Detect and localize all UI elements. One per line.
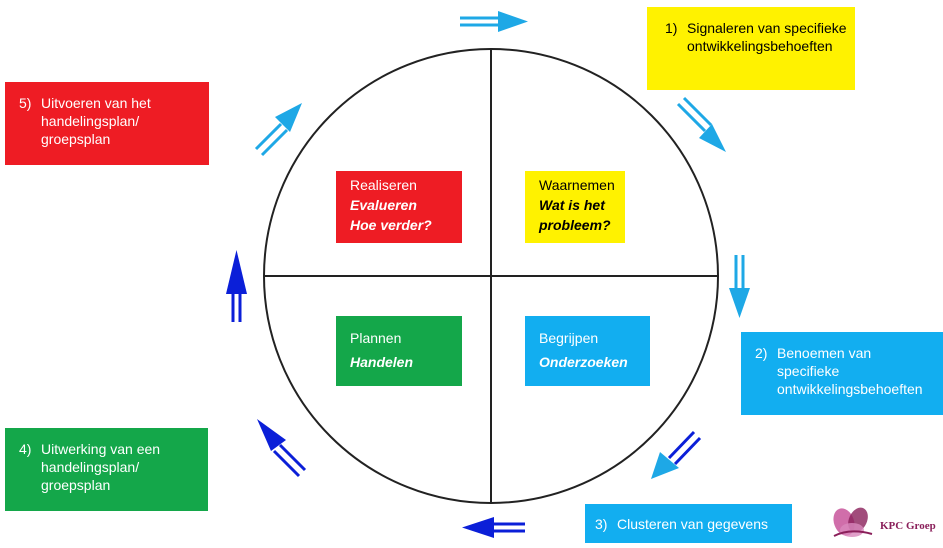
quadrant-realiseren: Realiseren Evalueren Hoe verder?: [336, 171, 462, 243]
arrow-left-icon: [226, 250, 247, 322]
step-3-box: 3) Clusteren van gegevens: [585, 504, 792, 543]
arrow-bottom-icon: [462, 517, 525, 538]
step-1-text: Signaleren van specifieke ontwikkelingsb…: [687, 20, 847, 54]
step-4-number: 4): [19, 441, 32, 457]
quadrant-plannen-title: Plannen: [350, 330, 402, 346]
step-4-text: Uitwerking van een handelingsplan/ groep…: [41, 441, 161, 493]
quadrant-plannen-sub1: Handelen: [350, 354, 414, 370]
arrow-upper-left-icon: [254, 103, 302, 157]
kpc-logo-text: KPC Groep: [880, 520, 936, 532]
quadrant-realiseren-sub2: Hoe verder?: [350, 217, 432, 233]
arrow-right-icon: [729, 255, 750, 318]
quadrant-waarnemen: Waarnemen Wat is het probleem?: [525, 171, 625, 243]
quadrant-waarnemen-sub2: probleem?: [539, 217, 611, 233]
step-5-number: 5): [19, 95, 32, 111]
arrow-lower-right-icon: [651, 430, 702, 479]
kpc-logo: KPC Groep: [828, 500, 943, 543]
step-1-box: 1) Signaleren van specifieke ontwikkelin…: [647, 7, 855, 90]
quadrant-begrijpen: Begrijpen Onderzoeken: [525, 316, 650, 386]
step-3-text: Clusteren van gegevens: [617, 516, 768, 532]
quadrant-begrijpen-title: Begrijpen: [539, 330, 599, 346]
quadrant-waarnemen-sub1: Wat is het: [539, 197, 605, 213]
arrow-top-icon: [460, 11, 528, 32]
arrow-lower-left-icon: [257, 419, 307, 478]
step-5-text: Uitvoeren van het handelingsplan/ groeps…: [41, 95, 151, 147]
step-2-number: 2): [755, 345, 768, 361]
quadrant-waarnemen-title: Waarnemen: [539, 177, 615, 193]
step-2-text: Benoemen van specifieke ontwikkelingsbeh…: [777, 345, 923, 397]
step-3-number: 3): [595, 516, 608, 532]
quadrant-realiseren-title: Realiseren: [350, 177, 417, 193]
step-2-box: 2) Benoemen van specifieke ontwikkelings…: [741, 332, 943, 415]
step-5-box: 5) Uitvoeren van het handelingsplan/ gro…: [5, 82, 209, 165]
step-1-number: 1): [665, 20, 678, 36]
step-4-box: 4) Uitwerking van een handelingsplan/ gr…: [5, 428, 208, 511]
kpc-flower-logo-icon: [833, 507, 873, 537]
quadrant-plannen: Plannen Handelen: [336, 316, 462, 386]
quadrant-realiseren-sub1: Evalueren: [350, 197, 417, 213]
arrow-upper-right-icon: [676, 96, 726, 152]
quadrant-begrijpen-sub1: Onderzoeken: [539, 354, 628, 370]
